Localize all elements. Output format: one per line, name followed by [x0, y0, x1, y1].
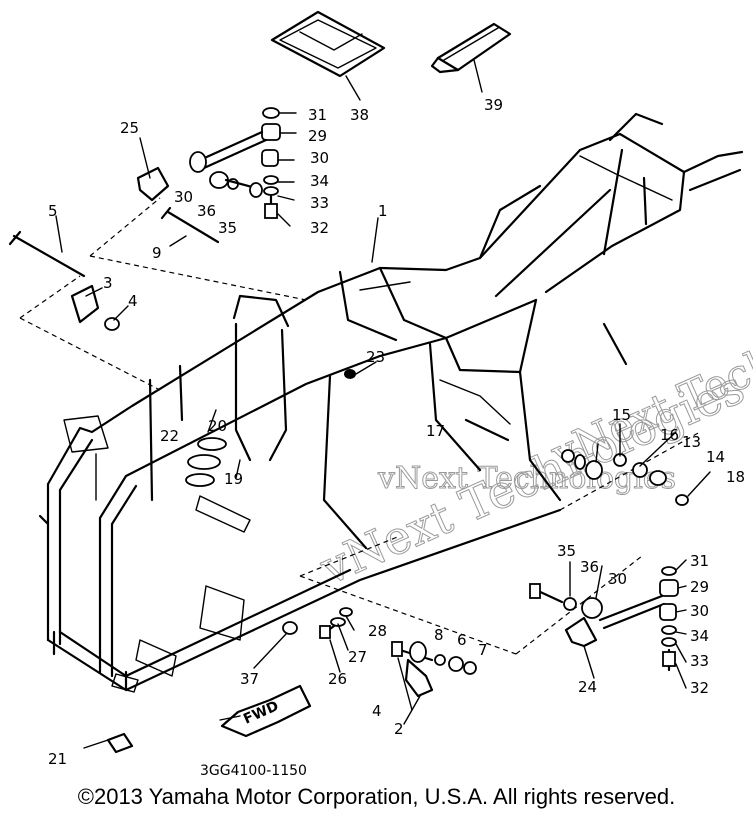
part-label: 34 — [690, 627, 709, 645]
lower-center-hardware — [106, 607, 477, 754]
part-label: 37 — [240, 670, 259, 688]
part-label: 8 — [434, 626, 444, 644]
part-label: 33 — [690, 652, 709, 670]
part-label: 5 — [48, 202, 58, 220]
part-38-pad — [270, 10, 386, 78]
part-label: 18 — [726, 468, 745, 486]
part-label: 4 — [372, 702, 382, 720]
part-label: 22 — [160, 427, 179, 445]
part-label: 21 — [48, 750, 67, 768]
rear-hardware — [464, 418, 689, 506]
part-label: 39 — [484, 96, 503, 114]
part-label: 16 — [660, 426, 679, 444]
watermark-text: vNext Technologies — [377, 461, 676, 496]
part-label: 30 — [174, 188, 193, 206]
part-label: 27 — [348, 648, 367, 666]
part-label: 19 — [224, 470, 243, 488]
part-label: 31 — [308, 106, 327, 124]
part-label: 25 — [120, 119, 139, 137]
label-leaders — [55, 59, 711, 749]
long-bolts — [8, 206, 220, 278]
part-label: 7 — [478, 641, 488, 659]
part-labels: 31 29 38 39 25 30 34 30 36 33 35 32 5 1 … — [48, 96, 745, 768]
part-label: 36 — [197, 202, 216, 220]
upper-shock-mount-hardware — [136, 107, 281, 219]
leader-lines — [19, 197, 701, 721]
part-label: 2 — [394, 720, 404, 738]
part-label: 30 — [310, 149, 329, 167]
part-label: 23 — [366, 348, 385, 366]
part-label: 38 — [350, 106, 369, 124]
part-label: 34 — [310, 172, 329, 190]
part-label: 14 — [706, 448, 725, 466]
part-label: 9 — [152, 244, 162, 262]
part-label: 1 — [378, 202, 388, 220]
part-label: 28 — [368, 622, 387, 640]
part-label: 33 — [310, 194, 329, 212]
part-label: 24 — [578, 678, 597, 696]
part-label: 26 — [328, 670, 347, 688]
bracket-3 — [70, 284, 120, 331]
part-label: 6 — [457, 631, 467, 649]
part-label: 15 — [612, 406, 631, 424]
atv-frame — [38, 112, 744, 693]
part-label: 30 — [690, 602, 709, 620]
part-label: 13 — [682, 433, 701, 451]
part-label: 35 — [557, 542, 576, 560]
part-label: 20 — [208, 417, 227, 435]
part-39-strap — [430, 22, 512, 74]
part-label: 30 — [608, 570, 627, 588]
part-label: 31 — [690, 552, 709, 570]
fwd-arrow-sign: FWD — [220, 684, 312, 738]
lower-shock-mount-hardware — [529, 566, 679, 672]
part-label: 17 — [426, 422, 445, 440]
bushings-22 — [185, 369, 356, 487]
part-label: 3 — [103, 274, 113, 292]
part-label: 36 — [580, 558, 599, 576]
part-label: 29 — [690, 578, 709, 596]
copyright-notice: ©2013 Yamaha Motor Corporation, U.S.A. A… — [77, 784, 676, 809]
drawing-code: 3GG4100-1150 — [200, 763, 307, 779]
part-label: 35 — [218, 219, 237, 237]
part-label: 32 — [310, 219, 329, 237]
part-label: 4 — [128, 292, 138, 310]
part-label: 29 — [308, 127, 327, 145]
part-label: 32 — [690, 679, 709, 697]
